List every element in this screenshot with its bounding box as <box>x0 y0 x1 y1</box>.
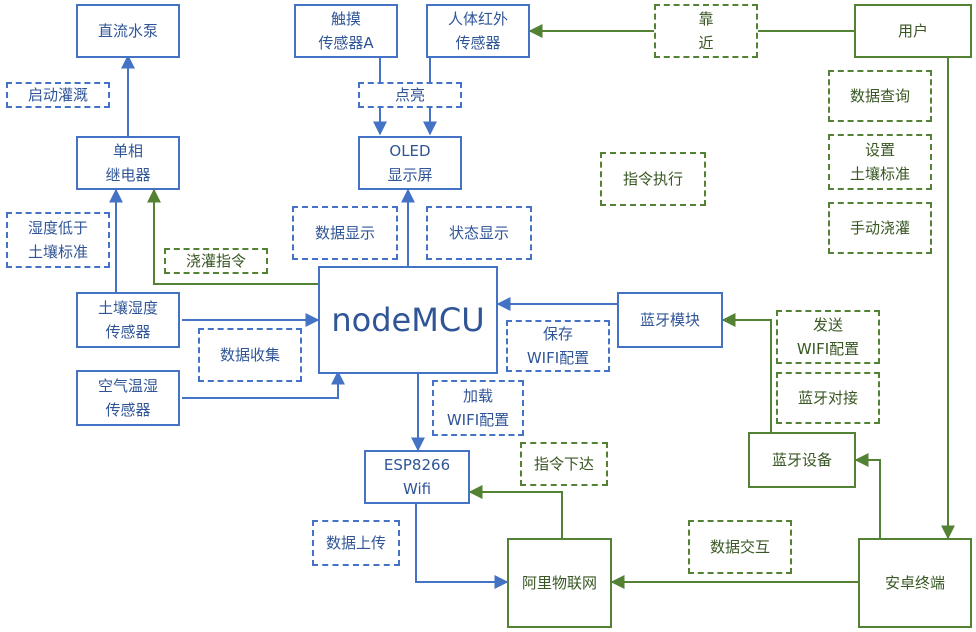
arrow-aliyun-to-esp <box>468 485 563 538</box>
node-air-sensor: 空气温湿 传感器 <box>76 370 180 426</box>
node-bt-device: 蓝牙设备 <box>748 432 856 488</box>
label-set-standard: 设置 土壤标准 <box>828 134 932 190</box>
label-send-wifi: 发送 WIFI配置 <box>776 310 880 364</box>
label-bt-pair: 蓝牙对接 <box>776 372 880 424</box>
arrow-air-to-mcu <box>182 370 345 399</box>
label-manual-irrigation: 手动浇灌 <box>828 202 932 254</box>
node-user: 用户 <box>854 4 972 58</box>
label-light-up: 点亮 <box>358 82 462 108</box>
arrow-btdevice-to-btmodule <box>721 313 772 432</box>
node-soil-sensor: 土壤湿度 传感器 <box>76 292 180 348</box>
label-data-exchange: 数据交互 <box>688 520 792 574</box>
node-bt-module: 蓝牙模块 <box>617 292 723 348</box>
node-pir-sensor: 人体红外 传感器 <box>426 4 530 58</box>
node-oled: OLED 显示屏 <box>358 136 462 190</box>
label-status-display: 状态显示 <box>426 206 532 260</box>
label-irrigation-cmd: 浇灌指令 <box>164 248 268 274</box>
label-data-collect: 数据收集 <box>198 328 302 382</box>
label-cmd-issue: 指令下达 <box>520 442 608 486</box>
node-pump: 直流水泵 <box>76 4 180 58</box>
label-data-upload: 数据上传 <box>312 520 400 566</box>
node-nodemcu: nodeMCU <box>318 266 498 374</box>
node-aliyun-iot: 阿里物联网 <box>507 538 612 628</box>
label-load-wifi: 加载 WIFI配置 <box>432 380 524 436</box>
label-near: 靠 近 <box>654 4 758 58</box>
label-data-display: 数据显示 <box>292 206 398 260</box>
label-start-irrigation: 启动灌溉 <box>6 82 110 108</box>
arrow-android-to-btdevice <box>854 453 881 538</box>
node-touch-sensor: 触摸 传感器A <box>294 4 398 58</box>
node-esp8266: ESP8266 Wifi <box>364 450 470 504</box>
label-save-wifi: 保存 WIFI配置 <box>506 320 610 372</box>
node-relay: 单相 继电器 <box>76 136 180 190</box>
label-humidity-low: 湿度低于 土壤标准 <box>6 212 110 268</box>
label-command-exec: 指令执行 <box>600 152 706 206</box>
arrow-mcu-to-relay <box>147 188 318 285</box>
arrow-esp-to-aliyun <box>415 504 509 589</box>
label-data-query: 数据查询 <box>828 70 932 122</box>
node-android: 安卓终端 <box>858 538 972 628</box>
